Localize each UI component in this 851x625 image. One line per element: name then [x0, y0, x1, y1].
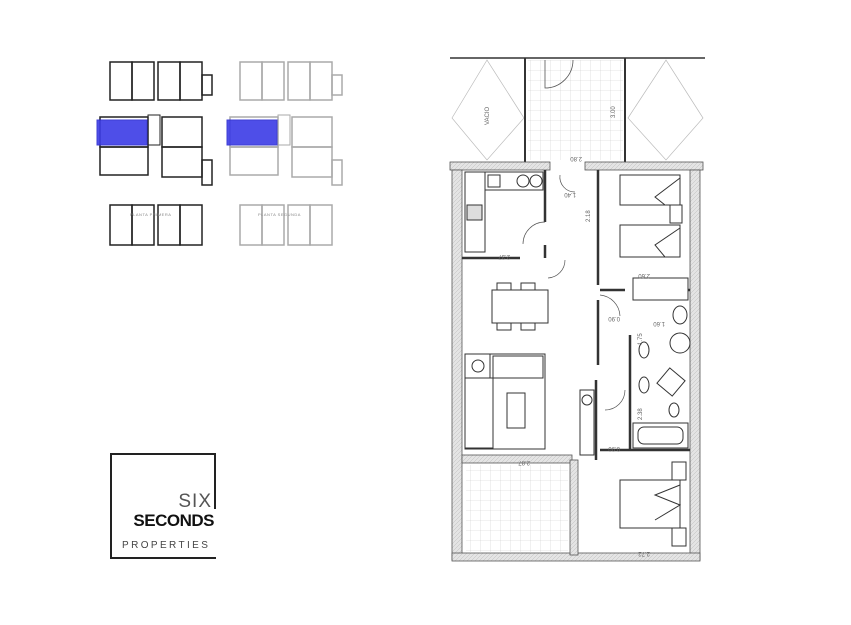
- bathroom-fixtures: [632, 305, 691, 449]
- void-label: VACIO: [485, 106, 491, 125]
- logo-six: SIX: [178, 491, 212, 512]
- dim-label: 1.75: [638, 333, 644, 345]
- terrace: [466, 465, 568, 553]
- highlighted-unit: [226, 119, 278, 146]
- logo-frame: [214, 453, 216, 509]
- key-plan-first-floor: [96, 61, 213, 246]
- dim-label: 2.72: [638, 550, 650, 556]
- balcony-top: [528, 60, 623, 160]
- dim-label: 2.87: [518, 459, 530, 465]
- doors: [522, 174, 626, 411]
- dim-label: 2.37: [498, 253, 510, 259]
- walls: [449, 161, 704, 562]
- kitchen: [464, 171, 544, 253]
- dim-label: 1.60: [653, 320, 665, 326]
- dim-label: 2.80: [570, 155, 582, 161]
- dim-label: 0.90: [608, 445, 620, 451]
- dim-label: 3.00: [611, 106, 617, 118]
- sofa: [464, 353, 595, 456]
- key-plan-caption: PLANTA SEGUNDA: [258, 212, 301, 217]
- dining-table: [491, 282, 549, 331]
- dim-label: 1.40: [564, 191, 576, 197]
- key-plan-second-floor: [226, 61, 343, 246]
- dim-label: 2.60: [638, 272, 650, 278]
- logo-properties: PROPERTIES: [122, 540, 211, 551]
- dim-label: 0.90: [608, 315, 620, 321]
- dim-label: 2.18: [586, 210, 592, 222]
- six-seconds-logo: SIX SECONDS PROPERTIES: [110, 453, 216, 559]
- dim-label: 2.38: [638, 408, 644, 420]
- logo-seconds: SECONDS: [133, 511, 214, 530]
- beds: [619, 174, 689, 547]
- key-plan-caption: PLANTA PRIMERA: [130, 212, 172, 217]
- highlighted-unit: [96, 119, 148, 146]
